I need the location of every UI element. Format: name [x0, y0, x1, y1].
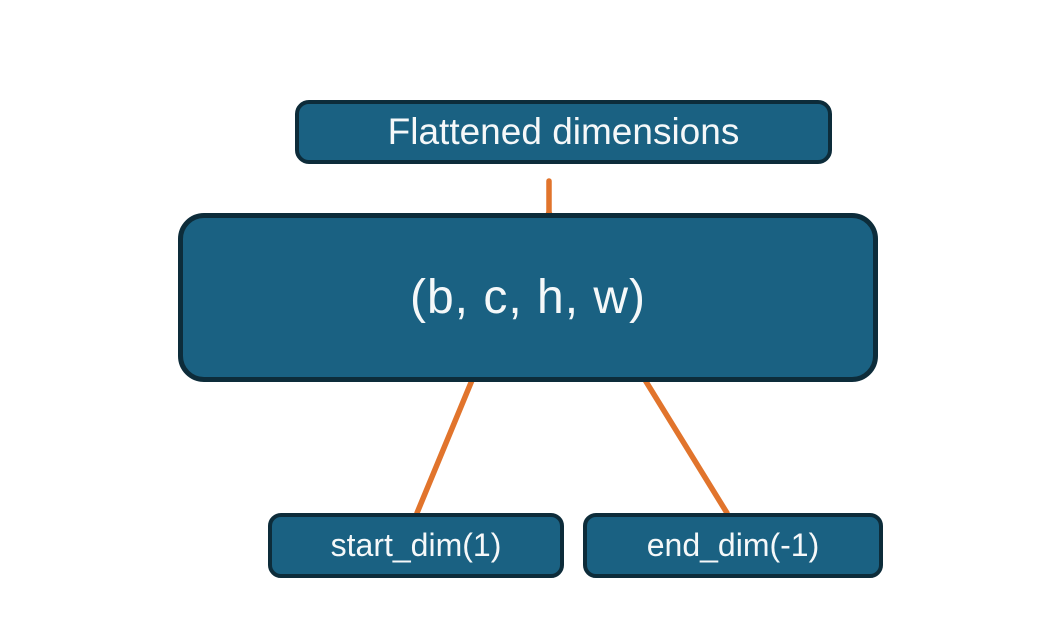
start-dim-label: start_dim(1) [330, 527, 502, 563]
tensor-shape-label: (b, c, h, w) [409, 271, 647, 324]
flattened-dimensions-box: Flattened dimensions [295, 100, 832, 164]
end-dim-label: end_dim(-1) [646, 527, 820, 563]
tensor-shape-box: (b, c, h, w) [178, 213, 878, 382]
start-dim-box: start_dim(1) [268, 513, 564, 578]
end-dim-box: end_dim(-1) [583, 513, 883, 578]
flattened-dimensions-label: Flattened dimensions [387, 111, 740, 152]
